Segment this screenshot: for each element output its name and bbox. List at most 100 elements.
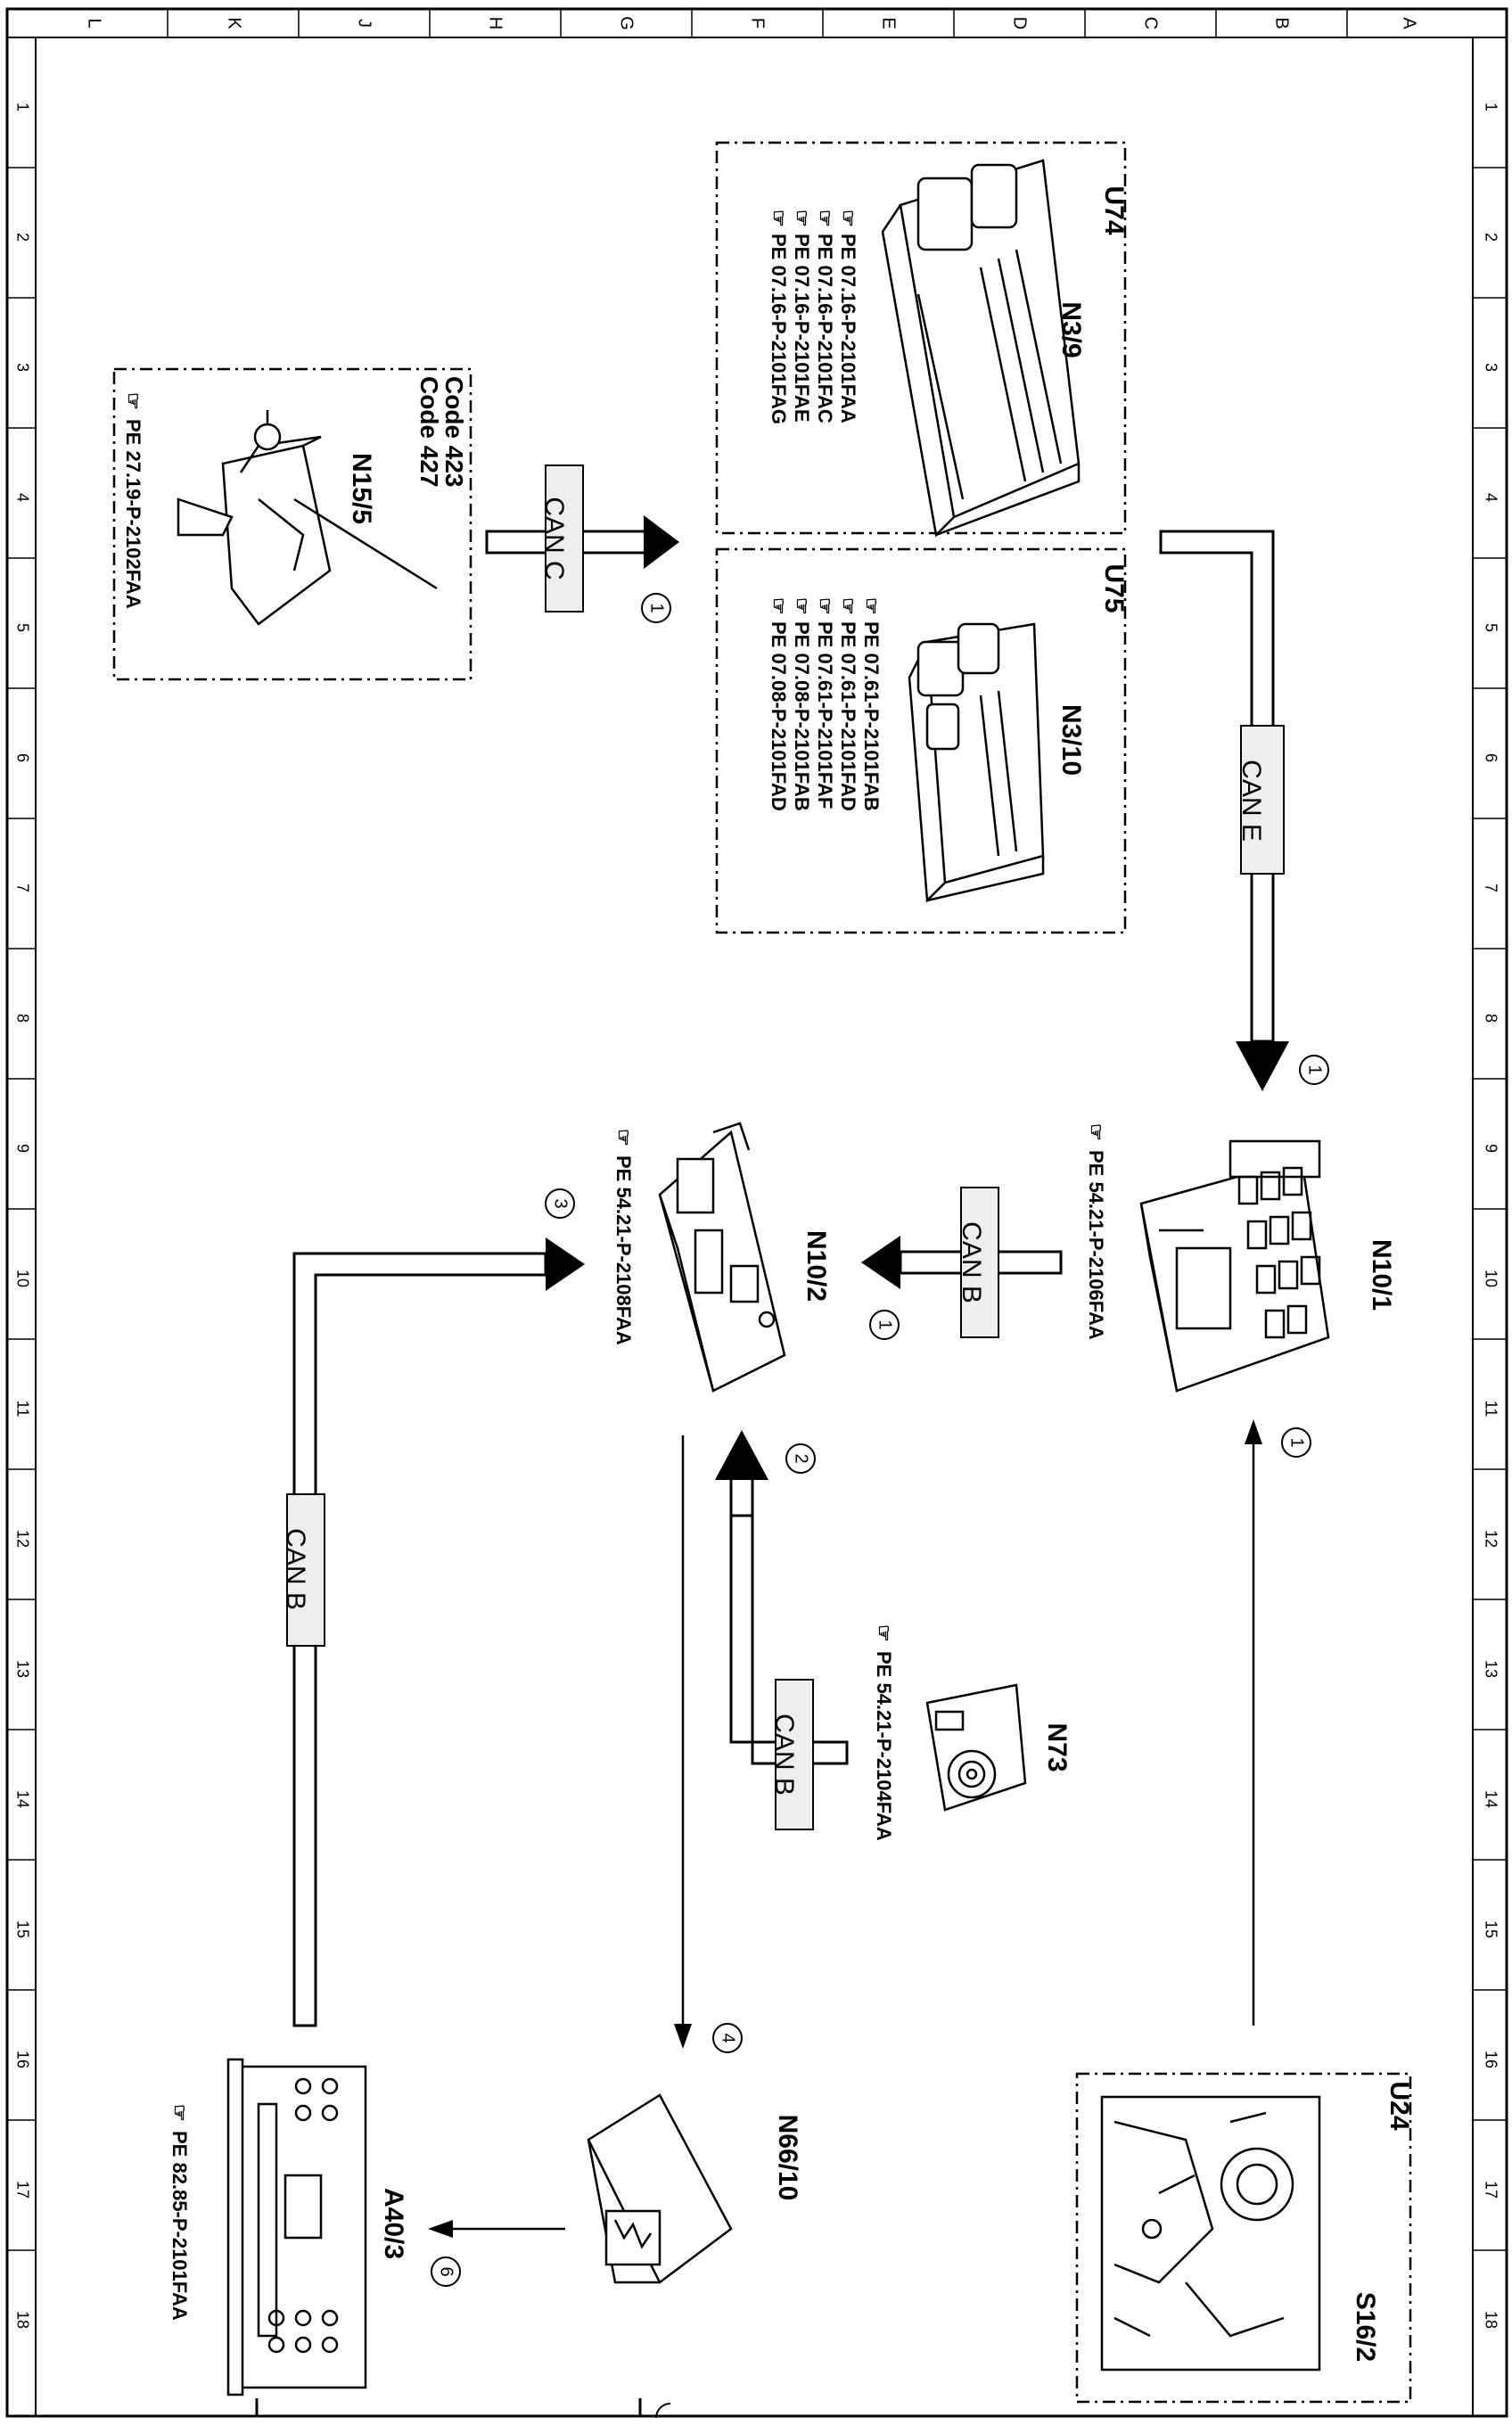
doc-ref-icon: ☞ (612, 1129, 635, 1147)
doc-ref[interactable]: PE 54.21-P-2106FAA (1085, 1150, 1107, 1340)
transmission-selector-n15-5[interactable]: N15/5 (177, 410, 438, 626)
doc-ref-icon: ☞ (1085, 1123, 1107, 1141)
can-c-connection: CAN C (485, 464, 679, 612)
row-number: 15 (1482, 1920, 1500, 1938)
step-number: 2 (792, 1453, 811, 1463)
head-unit-a40-3[interactable]: A40/3 (226, 2058, 408, 2396)
col-letter: A (1400, 17, 1419, 29)
col-letter: F (748, 18, 768, 29)
step-marker: 4 (712, 2023, 743, 2053)
ecu-module-icon (908, 622, 1045, 903)
row-number: 14 (13, 1790, 31, 1808)
column-ruler: L K J H G F E D C B A (85, 9, 1419, 37)
can-b-connection-n73: CAN B (715, 1430, 849, 1830)
doc-ref[interactable]: PE 27.19-P-2102FAA (122, 419, 144, 609)
bus-label: CAN C (539, 497, 569, 580)
signal-n10-2-to-n66-10 (674, 1435, 692, 2049)
engine-control-unit-n3-9[interactable]: N3/9 (881, 159, 1086, 538)
row-numbers-left: 1 2 3 4 5 6 7 8 9 10 11 12 13 14 15 16 1… (13, 103, 31, 2329)
doc-ref-icon: ☞ (168, 2104, 191, 2122)
row-number: 14 (1482, 1790, 1500, 1808)
row-number: 13 (1482, 1660, 1500, 1678)
row-number: 7 (13, 884, 31, 892)
col-letter: K (225, 17, 244, 29)
doc-ref[interactable]: PE 07.16-P-2101FAE (791, 234, 813, 423)
component-label: N15/5 (347, 453, 376, 524)
sam-module-n10-2[interactable]: N10/2 (658, 1122, 831, 1393)
step-number: 1 (875, 1319, 895, 1329)
col-letter: J (355, 19, 374, 28)
row-number: 16 (1482, 2051, 1500, 2068)
row-number: 7 (1482, 884, 1500, 892)
row-number: 8 (1482, 1014, 1500, 1023)
row-number: 18 (13, 2311, 31, 2329)
code-label: Code 423 (440, 376, 468, 488)
light-switch-s16-2[interactable]: S16/2 (1100, 2095, 1380, 2372)
step-number: 1 (1305, 1065, 1325, 1074)
fuse-box-icon (1139, 1139, 1330, 1393)
row-number: 12 (1482, 1530, 1500, 1548)
step-number: 3 (551, 1198, 571, 1208)
control-module-icon (658, 1122, 786, 1393)
doc-ref[interactable]: PE 54.21-P-2104FAA (873, 1651, 895, 1841)
step-marker: 1 (1281, 1427, 1311, 1458)
ecu-module-icon (881, 159, 1081, 538)
step-number: 1 (1287, 1437, 1307, 1447)
a40-3-doc-ref: ☞ PE 82.85-P-2101FAA (168, 2104, 191, 2321)
doc-ref[interactable]: PE 07.61-P-2101FAF (814, 621, 836, 809)
code-label: Code 427 (415, 376, 443, 488)
step-marker: 3 (545, 1188, 575, 1219)
camera-module-n66-10[interactable]: N66/10 (587, 2093, 802, 2284)
ignition-switch-n73[interactable]: N73 (925, 1683, 1072, 1812)
doc-ref[interactable]: PE 82.85-P-2101FAA (168, 2131, 191, 2321)
row-number: 17 (1482, 2181, 1500, 2199)
step-marker-partial (255, 2398, 671, 2419)
component-label: A40/3 (379, 2188, 408, 2259)
row-number: 2 (1482, 233, 1500, 242)
n15-5-codes: Code 423 Code 427 (415, 376, 468, 488)
doc-ref[interactable]: PE 07.16-P-2101FAG (768, 234, 790, 424)
n3-9-doc-refs: ☞ PE 07.16-P-2101FAA ☞ PE 07.16-P-2101FA… (768, 210, 859, 424)
gear-selector-icon (177, 410, 438, 626)
doc-ref[interactable]: PE 07.16-P-2101FAC (814, 234, 836, 423)
col-letter: D (1010, 17, 1030, 29)
sam-module-n10-1[interactable]: N10/1 (1139, 1139, 1396, 1393)
doc-ref[interactable]: PE 54.21-P-2108FAA (612, 1155, 635, 1345)
component-label: N66/10 (773, 2115, 802, 2201)
row-number: 10 (1482, 1270, 1500, 1287)
bus-label: CAN B (957, 1221, 986, 1303)
u74-group: U74 (715, 141, 1129, 535)
doc-ref[interactable]: PE 07.08-P-2101FAD (768, 621, 790, 811)
row-number: 12 (13, 1530, 31, 1548)
doc-ref[interactable]: PE 07.08-P-2101FAB (791, 621, 813, 811)
radio-unit-icon (226, 2058, 367, 2396)
u24-group: U24 (1075, 2072, 1414, 2404)
drawing-frame (5, 7, 1508, 2418)
doc-ref-icon: ☞ (814, 210, 836, 227)
step-marker: 2 (785, 1443, 816, 1474)
row-number: 10 (13, 1270, 31, 1287)
n73-doc-ref: ☞ PE 54.21-P-2104FAA (873, 1624, 895, 1841)
signal-s16-2-to-n10-1 (1245, 1419, 1262, 2026)
engine-control-unit-n3-10[interactable]: N3/10 (908, 622, 1086, 903)
n10-1-doc-ref: ☞ PE 54.21-P-2106FAA (1085, 1123, 1107, 1340)
col-letter: G (617, 16, 637, 30)
group-label-u75: U75 (1099, 563, 1129, 612)
component-label: S16/2 (1351, 2292, 1380, 2362)
component-label: N10/2 (801, 1230, 831, 1302)
row-ruler (7, 167, 1507, 2251)
can-e-connection: CAN E (1159, 530, 1289, 1091)
n15-5-group (112, 367, 472, 681)
doc-ref[interactable]: PE 07.16-P-2101FAA (837, 234, 859, 423)
doc-ref[interactable]: PE 07.61-P-2101FAD (837, 621, 859, 811)
doc-ref-icon: ☞ (768, 597, 790, 615)
col-letter: H (486, 17, 505, 29)
bus-label: CAN B (281, 1528, 310, 1610)
row-number: 4 (13, 493, 31, 502)
doc-ref[interactable]: PE 07.61-P-2101FAB (860, 621, 883, 811)
doc-ref-icon: ☞ (860, 597, 883, 615)
row-number: 6 (13, 753, 31, 762)
row-number: 3 (13, 363, 31, 372)
row-numbers-right: 1 2 3 4 5 6 7 8 9 10 11 12 13 14 15 16 1… (1482, 103, 1500, 2329)
col-letter: E (879, 17, 899, 29)
